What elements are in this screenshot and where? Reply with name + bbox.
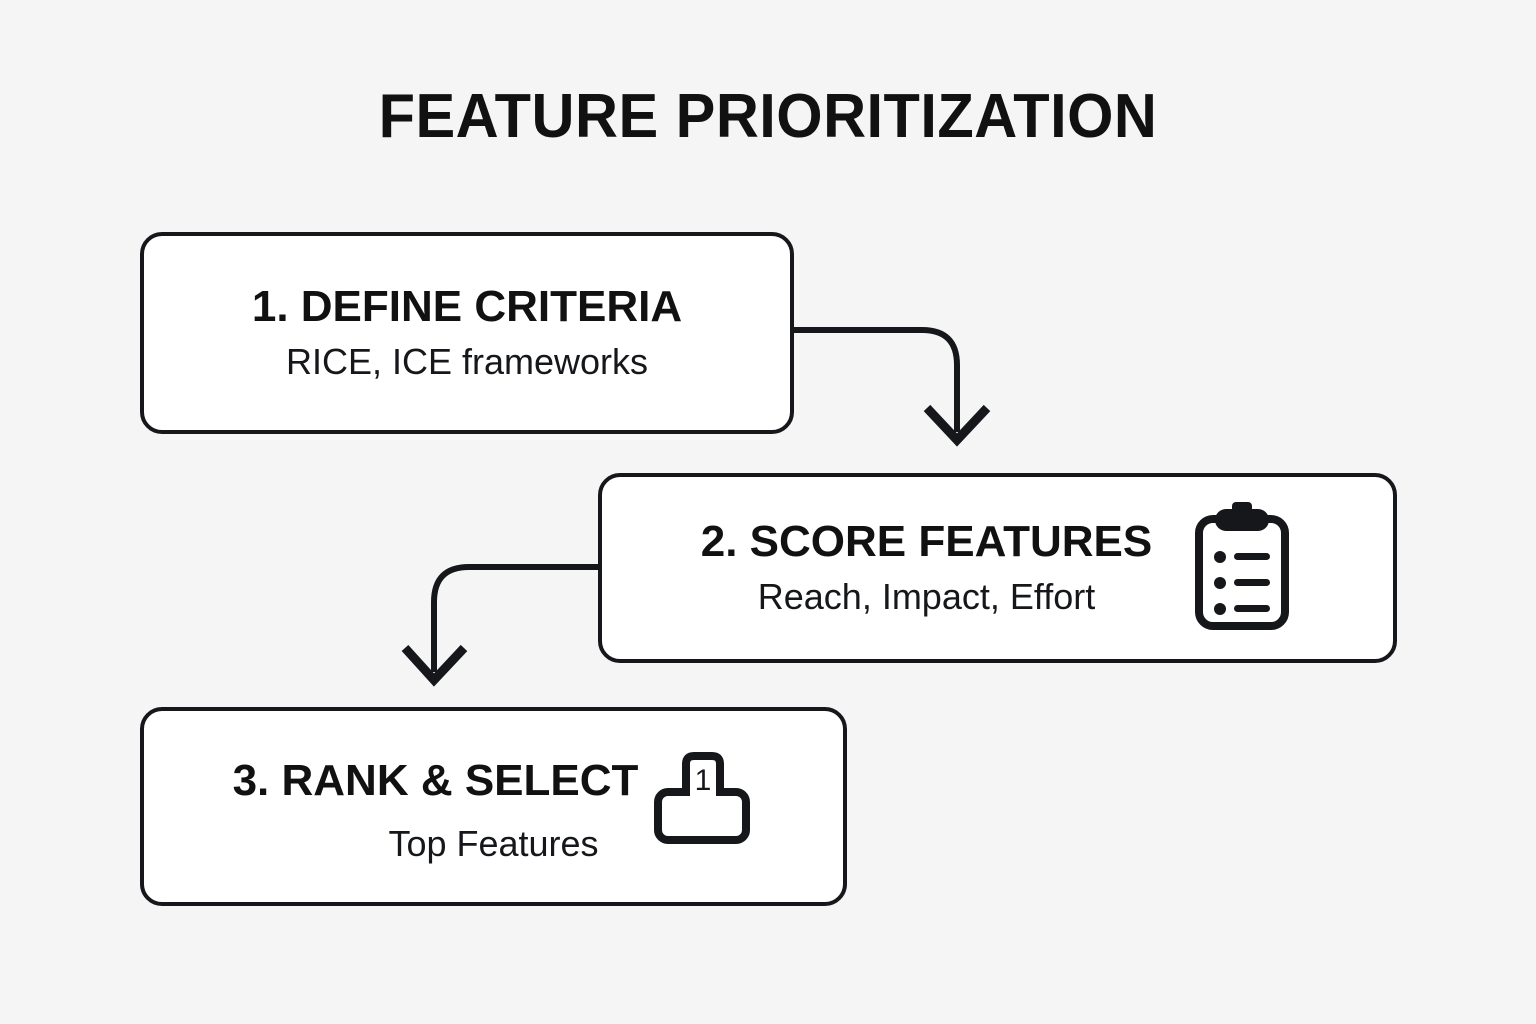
step-1-title: 1. DEFINE CRITERIA: [251, 282, 683, 332]
step-card-score-features[interactable]: 2. SCORE FEATURES Reach, Impact, Effort: [598, 473, 1397, 663]
step-2-title: 2. SCORE FEATURES: [700, 517, 1153, 567]
step-2-text-block: 2. SCORE FEATURES Reach, Impact, Effort: [700, 517, 1153, 618]
connector-step2-to-step3: [401, 564, 598, 687]
step-card-rank-select[interactable]: 3. RANK & SELECT 1 Top Features: [140, 707, 847, 906]
connector-step2-to-step3-line: [431, 564, 598, 672]
step-1-title-row: 1. DEFINE CRITERIA: [251, 282, 683, 332]
step-3-title-row: 3. RANK & SELECT 1: [232, 750, 755, 844]
step-3-subtitle: Top Features: [388, 822, 599, 864]
step-card-define-criteria[interactable]: 1. DEFINE CRITERIA RICE, ICE frameworks: [140, 232, 794, 434]
connector-step1-to-step2: [794, 327, 991, 447]
step-3-title: 3. RANK & SELECT: [232, 755, 639, 805]
connector-step2-to-step3-arrowhead: [401, 644, 468, 687]
step-2-subtitle: Reach, Impact, Effort: [757, 576, 1096, 618]
podium-rank-number: 1: [695, 764, 712, 797]
connector-step1-to-step2-arrowhead: [923, 404, 991, 447]
step-1-subtitle: RICE, ICE frameworks: [285, 341, 649, 383]
page-title: FEATURE PRIORITIZATION: [378, 82, 1158, 151]
clipboard-checklist-icon: [1195, 502, 1290, 630]
podium-rank-one-icon: 1: [654, 751, 751, 844]
step-2-content: 2. SCORE FEATURES Reach, Impact, Effort: [602, 502, 1393, 634]
connector-step1-to-step2-line: [794, 327, 960, 432]
